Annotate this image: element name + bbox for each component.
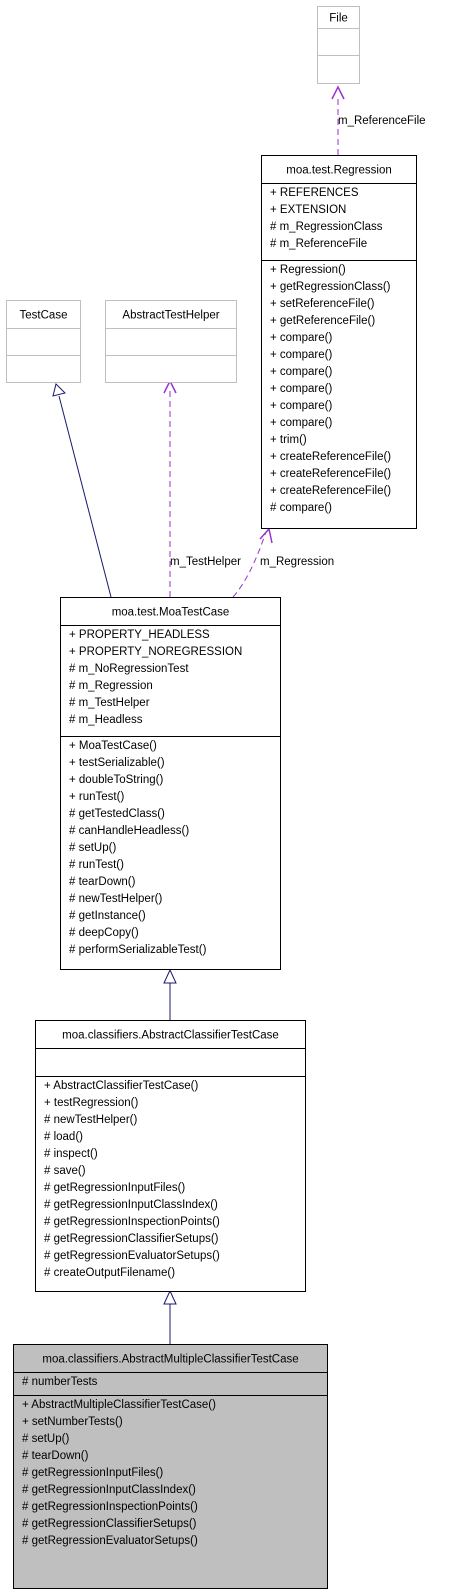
class-operation: + doubleToString()	[69, 774, 163, 786]
class-operation: + createReferenceFile()	[270, 468, 391, 480]
class-operation: # getRegressionInputFiles()	[22, 1467, 163, 1479]
class-attribute: # m_RegressionClass	[270, 221, 383, 233]
class-operation: # deepCopy()	[69, 927, 139, 939]
class-box-abstract-multiple-classifier-test-case[interactable]: moa.classifiers.AbstractMultipleClassifi…	[13, 1344, 328, 1589]
class-operation: # setUp()	[69, 842, 116, 854]
class-operation: # getRegressionInputClassIndex()	[44, 1199, 218, 1211]
class-box-abstract-classifier-test-case[interactable]: moa.classifiers.AbstractClassifierTestCa…	[35, 1020, 306, 1292]
class-frame	[60, 597, 281, 970]
class-attribute: # m_Headless	[69, 714, 143, 726]
generalization-triangle-moatestcase	[163, 968, 177, 984]
class-operation: # compare()	[270, 502, 332, 514]
class-operation: + getReferenceFile()	[270, 315, 375, 327]
association-moatestcase-to-regression	[232, 531, 267, 598]
class-operation: + compare()	[270, 349, 332, 361]
class-name: moa.test.Regression	[286, 165, 391, 177]
class-operation: # getRegressionInspectionPoints()	[22, 1501, 198, 1513]
class-operation: + createReferenceFile()	[270, 485, 391, 497]
label-m-reference-file: m_ReferenceFile	[338, 115, 426, 127]
class-operation: + compare()	[270, 332, 332, 344]
class-operation: # getRegressionEvaluatorSetups()	[22, 1535, 198, 1547]
class-operation: + Regression()	[270, 264, 346, 276]
class-operation: # runTest()	[69, 859, 124, 871]
class-frame	[13, 1344, 328, 1589]
arrowhead-regression	[259, 527, 273, 544]
class-attribute: # m_Regression	[69, 680, 153, 692]
class-operation: + getRegressionClass()	[270, 281, 391, 293]
class-operation: # setUp()	[22, 1433, 69, 1445]
class-operation: + trim()	[270, 434, 307, 446]
edge-labels: m_ReferenceFile m_TestHelper m_Regressio…	[170, 115, 426, 568]
generalization-triangle-abstractclassifier	[163, 1289, 177, 1305]
class-name: AbstractTestHelper	[122, 310, 219, 322]
class-operation: + MoaTestCase()	[69, 740, 157, 752]
class-attribute: + EXTENSION	[270, 204, 346, 216]
class-box-regression[interactable]: moa.test.Regression + REFERENCES + EXTENSI…	[261, 155, 417, 529]
class-attribute: + REFERENCES	[270, 187, 359, 199]
class-operation: # performSerializableTest()	[69, 944, 207, 956]
class-operation: + testRegression()	[44, 1097, 138, 1109]
class-operation: # tearDown()	[22, 1450, 89, 1462]
class-operation: + runTest()	[69, 791, 124, 803]
class-name: moa.classifiers.AbstractClassifierTestCa…	[62, 1030, 279, 1042]
class-operation: + AbstractClassifierTestCase()	[44, 1080, 199, 1092]
class-attribute: # numberTests	[22, 1376, 98, 1388]
class-operation: + testSerializable()	[69, 757, 165, 769]
class-operation: # newTestHelper()	[44, 1114, 137, 1126]
class-operation: # getRegressionInputFiles()	[44, 1182, 185, 1194]
class-operation: # getRegressionInputClassIndex()	[22, 1484, 196, 1496]
class-operation: # tearDown()	[69, 876, 136, 888]
class-operation: # createOutputFilename()	[44, 1267, 175, 1279]
class-operation: # getRegressionEvaluatorSetups()	[44, 1250, 220, 1262]
class-name: TestCase	[20, 310, 68, 322]
class-operation: # getRegressionClassifierSetups()	[44, 1233, 219, 1245]
class-operation: # getRegressionClassifierSetups()	[22, 1518, 197, 1530]
class-operation: + compare()	[270, 383, 332, 395]
class-frame	[35, 1020, 306, 1292]
generalization-edges	[52, 383, 177, 1344]
class-name: File	[329, 13, 348, 25]
generalization-moatestcase-to-testcase	[58, 395, 112, 598]
class-box-abstract-test-helper[interactable]: AbstractTestHelper	[105, 300, 237, 383]
label-m-regression: m_Regression	[260, 556, 334, 568]
class-operation: + compare()	[270, 366, 332, 378]
class-attribute: + PROPERTY_HEADLESS	[69, 629, 210, 641]
class-attribute: # m_NoRegressionTest	[69, 663, 189, 675]
label-m-test-helper: m_TestHelper	[170, 556, 241, 568]
class-attribute: + PROPERTY_NOREGRESSION	[69, 646, 242, 658]
arrowhead-file	[331, 85, 345, 100]
generalization-triangle-testcase	[52, 383, 66, 397]
class-frame	[261, 155, 417, 529]
class-operation: + createReferenceFile()	[270, 451, 391, 463]
class-operation: # newTestHelper()	[69, 893, 162, 905]
class-operation: + setNumberTests()	[22, 1416, 123, 1428]
class-attribute: # m_ReferenceFile	[270, 238, 367, 250]
class-operation: + AbstractMultipleClassifierTestCase()	[22, 1399, 216, 1411]
class-operation: # load()	[44, 1131, 83, 1143]
class-operation: + compare()	[270, 400, 332, 412]
class-operation: # save()	[44, 1165, 86, 1177]
class-operation: # canHandleHeadless()	[69, 825, 189, 837]
class-operation: + compare()	[270, 417, 332, 429]
class-frame	[105, 300, 237, 383]
class-box-testcase[interactable]: TestCase	[6, 300, 81, 383]
class-attribute: # m_TestHelper	[69, 697, 150, 709]
class-operation: # getTestedClass()	[69, 808, 165, 820]
class-box-file[interactable]: File	[317, 6, 360, 84]
class-box-moa-test-case[interactable]: moa.test.MoaTestCase + PROPERTY_HEADLESS +…	[60, 597, 281, 970]
class-name: moa.test.MoaTestCase	[112, 607, 230, 619]
class-operation: # getRegressionInspectionPoints()	[44, 1216, 220, 1228]
class-frame	[317, 6, 360, 84]
class-name: moa.classifiers.AbstractMultipleClassifi…	[42, 1354, 298, 1366]
class-operation: # getInstance()	[69, 910, 146, 922]
class-operation: # inspect()	[44, 1148, 98, 1160]
class-frame	[6, 300, 81, 383]
class-operation: + setReferenceFile()	[270, 298, 375, 310]
